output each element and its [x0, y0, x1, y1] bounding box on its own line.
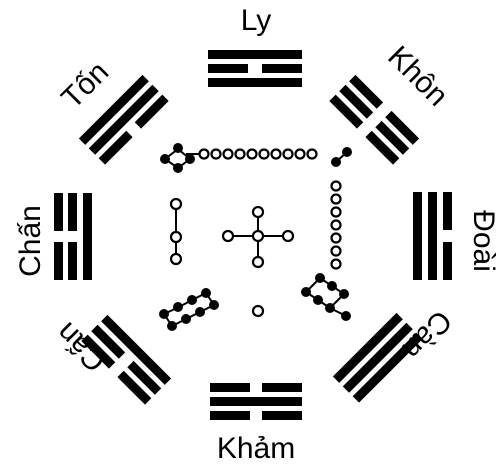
label-khon: Khôn	[381, 40, 454, 113]
label-ly: Ly	[241, 4, 272, 37]
label-doai: Đoài	[467, 210, 498, 272]
label-kham: Khảm	[217, 432, 295, 465]
dots-top-right-2	[331, 147, 352, 167]
trigram-can-mountain	[81, 314, 172, 405]
dots-bottom-left-8	[159, 288, 219, 331]
dots-center-5	[221, 205, 295, 269]
trigram-khon	[329, 74, 420, 165]
label-chan: Chấn	[14, 205, 47, 277]
dots-left-3	[169, 197, 183, 266]
label-can-mountain: Cấn	[50, 316, 112, 378]
trigram-doai	[413, 192, 452, 280]
dots-bottom-1	[251, 304, 265, 318]
trigram-kham	[210, 383, 302, 420]
trigram-ton	[78, 74, 169, 165]
dots-right-7	[330, 180, 342, 270]
label-ton: Tốn	[55, 55, 115, 115]
trigram-ly	[208, 50, 302, 87]
dots-top-row-9	[198, 148, 318, 160]
trigram-chan	[54, 193, 92, 280]
dots-bottom-right-6	[301, 273, 351, 321]
trigram-can-heaven	[332, 312, 423, 403]
dots-top-left-4	[160, 143, 195, 173]
